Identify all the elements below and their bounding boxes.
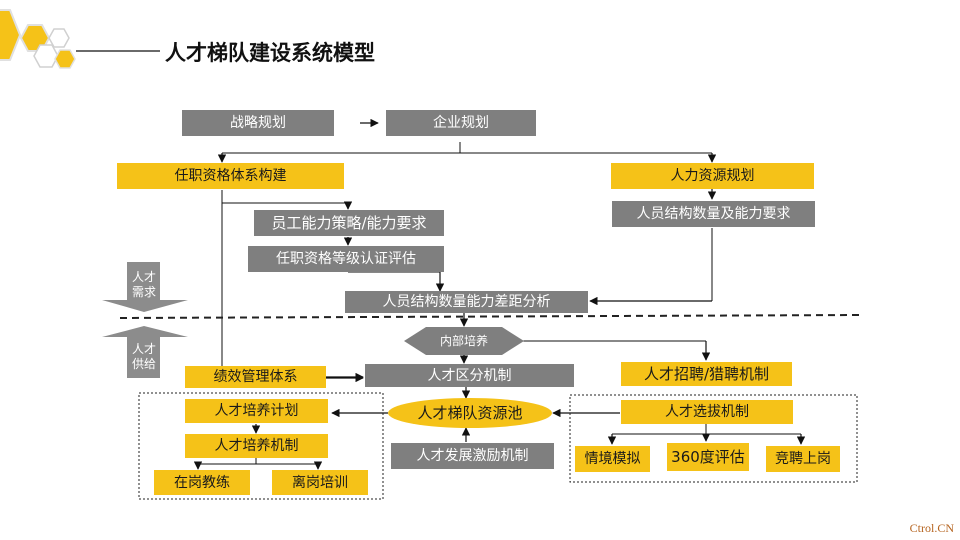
- node-internal-training-label: 内部培养: [439, 334, 488, 348]
- hexagon-logo-icon: [0, 9, 76, 69]
- talent-supply-label: 人才供给: [131, 342, 156, 371]
- node-staff-ability-strategy: 员工能力策略/能力要求: [254, 210, 444, 236]
- node-360-evaluation: 360度评估: [667, 443, 749, 471]
- node-selection-mechanism: 人才选拔机制: [621, 400, 793, 424]
- node-training-mechanism: 人才培养机制: [185, 434, 328, 458]
- node-qualification-system: 任职资格体系构建: [117, 163, 344, 189]
- node-development-incentive: 人才发展激励机制: [391, 443, 554, 469]
- page-title: 人才梯队建设系统模型: [165, 41, 375, 65]
- demand-supply-divider: [119, 314, 863, 319]
- node-qualification-grade-evaluation: 任职资格等级认证评估: [248, 246, 444, 272]
- watermark: Ctrol.CN: [909, 521, 954, 535]
- node-competitive-post: 竞聘上岗: [766, 446, 840, 472]
- node-on-job-coaching: 在岗教练: [154, 470, 250, 495]
- training-group-frame: [138, 392, 384, 500]
- node-talent-distinction: 人才区分机制: [365, 364, 574, 387]
- node-off-job-training: 离岗培训: [272, 470, 368, 495]
- node-performance-system: 绩效管理体系: [185, 366, 326, 388]
- talent-pool-shape: [388, 398, 552, 428]
- talent-demand-label: 人才需求: [131, 270, 156, 299]
- selection-group-frame: [569, 394, 858, 483]
- node-training-plan: 人才培养计划: [185, 399, 328, 423]
- node-enterprise-planning: 企业规划: [386, 110, 536, 136]
- node-gap-analysis: 人员结构数量能力差距分析: [345, 291, 588, 313]
- node-strategy-planning: 战略规划: [182, 110, 334, 136]
- demand-arrow-icon: [102, 262, 188, 312]
- node-recruit-headhunt: 人才招聘/猎聘机制: [621, 362, 792, 386]
- node-hr-planning: 人力资源规划: [611, 163, 814, 189]
- internal-training-shape: [404, 327, 524, 355]
- node-personnel-structure-requirement: 人员结构数量及能力要求: [612, 201, 815, 227]
- node-scenario-simulation: 情境模拟: [575, 446, 650, 472]
- node-talent-pool-label: 人才梯队资源池: [417, 403, 523, 422]
- supply-arrow-icon: [102, 326, 188, 378]
